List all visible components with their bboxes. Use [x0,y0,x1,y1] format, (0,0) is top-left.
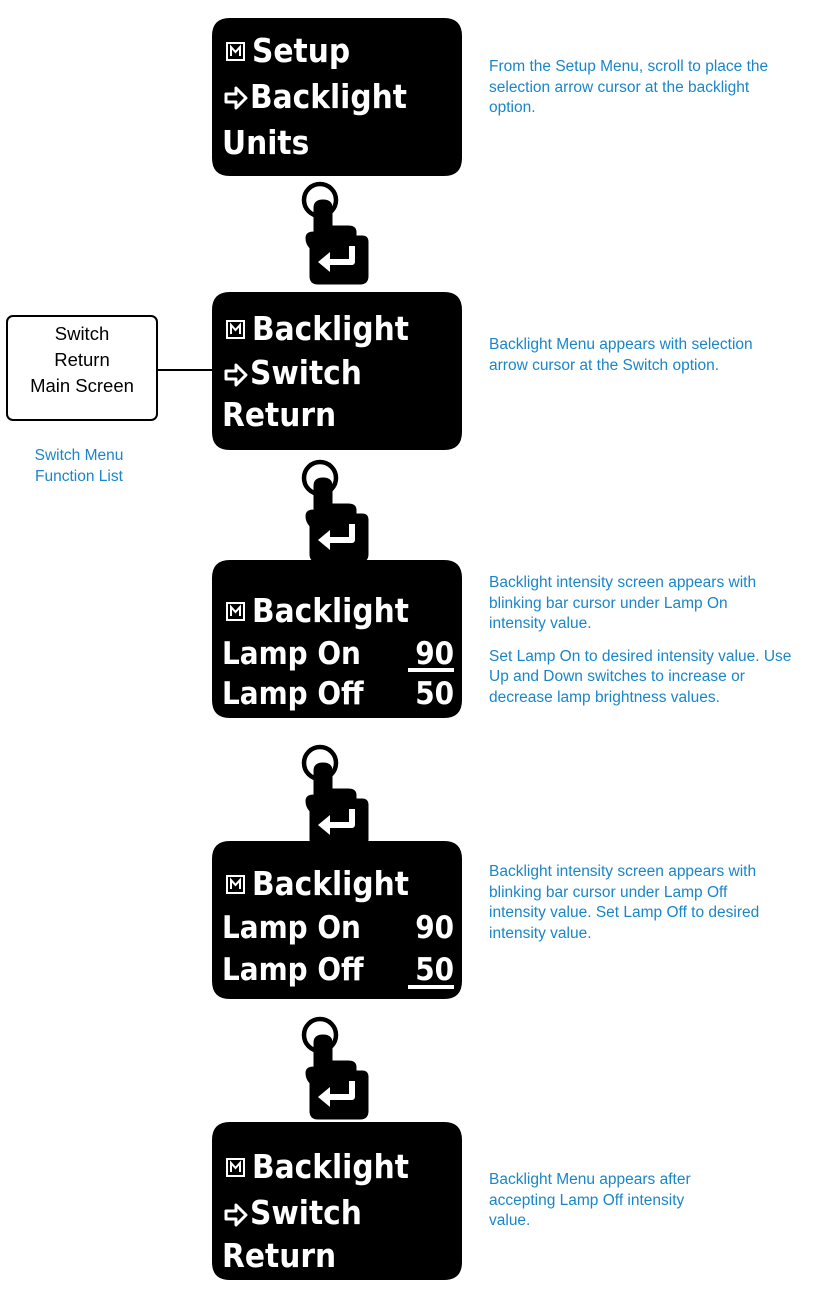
screen1-line3: Units [222,123,309,162]
function-list-box: Switch Return Main Screen [6,315,158,421]
step5-description: Backlight Menu appears after accepting L… [489,1171,691,1229]
lcd-screen-lamp-on: Backlight Lamp On 90 Lamp Off 50 [212,560,462,718]
lamp-on-value: 90 [415,910,454,946]
bar-cursor [408,985,454,989]
screen1-line2: Backlight [250,77,407,116]
screen2-line1: Backlight [252,309,409,348]
press-enter-hand-icon [304,462,368,562]
menu-m-icon [225,319,246,340]
lcd-screen-backlight-menu-return: Backlight Switch Return [212,1122,462,1280]
menu-m-icon [225,874,246,895]
bar-cursor [408,668,454,672]
screen2-line2: Switch [250,353,362,392]
menu-m-icon [225,601,246,622]
press-enter-hand-icon [304,747,368,847]
menu-m-icon [225,1157,246,1178]
step3-description: Backlight intensity screen appears with … [489,574,792,706]
function-list-item: Return [54,349,110,370]
lcd-screen-backlight-menu: Backlight Switch Return [212,292,462,450]
step4-description: Backlight intensity screen appears with … [489,863,760,942]
screen4-line3: Lamp Off [222,952,364,988]
function-list-caption: Switch Menu Function List [34,447,124,485]
step2-description: Backlight Menu appears with selection ar… [489,336,753,374]
screen4-line2: Lamp On [222,910,361,946]
screen3-line2: Lamp On [222,636,361,672]
step1-description: From the Setup Menu, scroll to place the… [489,58,769,116]
function-list-item: Switch [54,323,110,344]
lcd-screen-setup: Setup Backlight Units [212,18,462,176]
lamp-on-value: 90 [415,636,454,672]
menu-m-icon [225,41,246,62]
press-enter-hand-icon [304,1019,368,1119]
screen3-line3: Lamp Off [222,676,364,712]
lamp-off-value: 50 [415,676,454,712]
function-list-item: Main Screen [30,375,134,396]
screen5-line1: Backlight [252,1147,409,1186]
screen5-line2: Switch [250,1193,362,1232]
lcd-screen-lamp-off: Backlight Lamp On 90 Lamp Off 50 [212,841,462,999]
screen4-line1: Backlight [252,864,409,903]
screen2-line3: Return [222,395,336,434]
press-enter-hand-icon [304,184,368,284]
screen5-line3: Return [222,1236,336,1275]
screen3-line1: Backlight [252,591,409,630]
screen1-line1: Setup [252,31,350,70]
lamp-off-value: 50 [415,952,454,988]
